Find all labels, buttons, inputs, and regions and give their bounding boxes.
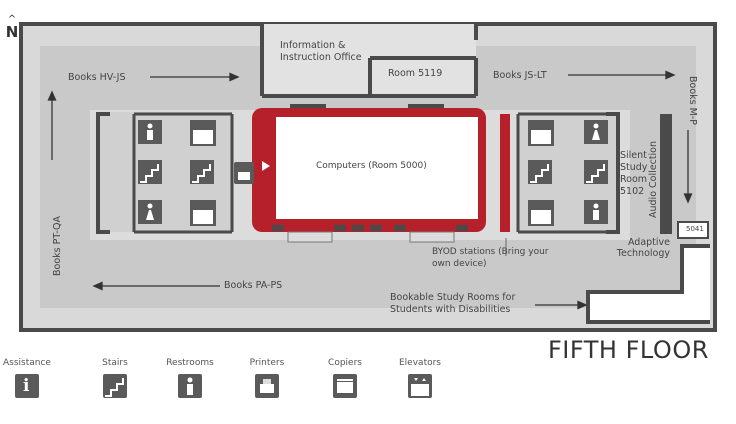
map-elevator-icon-4 <box>528 200 554 226</box>
legend-item-stairs: Stairs <box>80 358 150 402</box>
books-js-lt-label: Books JS-LT <box>493 70 547 81</box>
map-elevator-icon-1 <box>190 120 216 146</box>
legend-item-elevators: Elevators <box>385 358 455 402</box>
byod-bar <box>500 114 510 232</box>
legend: Assistance i Stairs Restrooms Printers C… <box>0 358 470 418</box>
map-stairs-icon-1 <box>138 160 162 184</box>
silent-study-label: Silent Study Room 5102 <box>620 150 648 197</box>
adaptive-tech-label: Adaptive Technology <box>616 237 670 259</box>
north-indicator: ^ N <box>4 14 20 41</box>
legend-item-assistance: Assistance i <box>3 358 51 398</box>
map-restroom-icon-3 <box>584 120 608 144</box>
map-restroom-icon-2 <box>138 200 162 224</box>
byod-label: BYOD stations (Bring your own device) <box>432 247 549 269</box>
floor-map <box>19 22 717 332</box>
assistance-icon: i <box>15 374 39 398</box>
bookable-rooms-label: Bookable Study Rooms for Students with D… <box>390 292 516 315</box>
books-m-p-label: Books M-P <box>687 76 698 125</box>
floor-title: FIFTH FLOOR <box>548 336 709 364</box>
computers-room-label: Computers (Room 5000) <box>316 161 427 171</box>
map-stairs-icon-3 <box>528 160 552 184</box>
north-arrow-icon: ^ <box>7 14 17 25</box>
room-5041-label: 5041 <box>686 225 704 233</box>
elevator-icon <box>408 374 432 398</box>
map-elevator-icon-3 <box>528 120 554 146</box>
map-stairs-icon-2 <box>190 160 214 184</box>
audio-collection-bar <box>660 114 672 234</box>
map-printer-icon <box>234 162 254 184</box>
map-stairs-icon-4 <box>584 160 608 184</box>
computers-room-inner <box>276 117 478 219</box>
info-office-label: Information & Instruction Office <box>280 40 362 63</box>
books-pa-ps-label: Books PA-PS <box>224 280 283 291</box>
audio-collection-label: Audio Collection <box>648 140 659 218</box>
map-restroom-icon-4 <box>584 200 608 224</box>
printer-icon <box>255 374 279 398</box>
stairs-icon <box>103 374 127 398</box>
room-5119-label: Room 5119 <box>388 68 443 79</box>
legend-item-printers: Printers <box>232 358 302 402</box>
restroom-icon <box>178 374 202 398</box>
floor-plan-svg <box>19 22 717 332</box>
legend-item-copiers: Copiers <box>310 358 380 402</box>
books-hv-js-label: Books HV-JS <box>68 72 126 83</box>
copier-icon <box>333 374 357 398</box>
books-pt-qa-label: Books PT-QA <box>52 215 63 276</box>
north-label: N <box>5 23 19 41</box>
room-5041-box <box>677 221 709 239</box>
map-elevator-icon-2 <box>190 200 216 226</box>
map-restroom-icon-1 <box>138 120 162 144</box>
legend-item-restrooms: Restrooms <box>155 358 225 402</box>
